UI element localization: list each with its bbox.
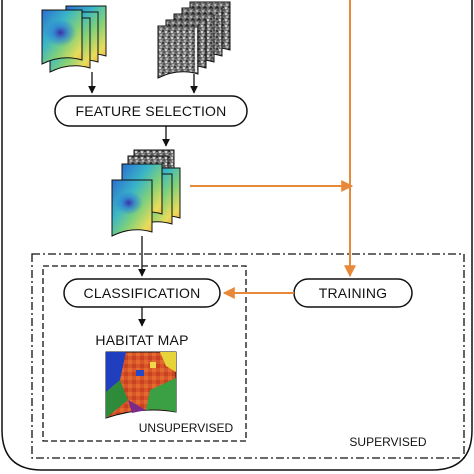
supervised-label: SUPERVISED [349, 435, 426, 449]
selected-features-stack [111, 149, 181, 237]
supervised-group [31, 253, 465, 459]
training-label: TRAINING [319, 285, 388, 301]
classification-node: CLASSIFICATION [63, 278, 221, 308]
feature-selection-node: FEATURE SELECTION [54, 95, 248, 127]
classification-label: CLASSIFICATION [84, 285, 201, 301]
unsupervised-group [42, 265, 247, 442]
backscatter-layer-stack [157, 1, 231, 79]
training-node: TRAINING [293, 278, 413, 308]
feature-selection-label: FEATURE SELECTION [76, 103, 227, 119]
habitat-map-image [105, 351, 177, 419]
habitat-map-label: HABITAT MAP [95, 332, 188, 348]
unsupervised-label: UNSUPERVISED [139, 421, 234, 435]
bathymetry-layer-stack [41, 5, 107, 73]
